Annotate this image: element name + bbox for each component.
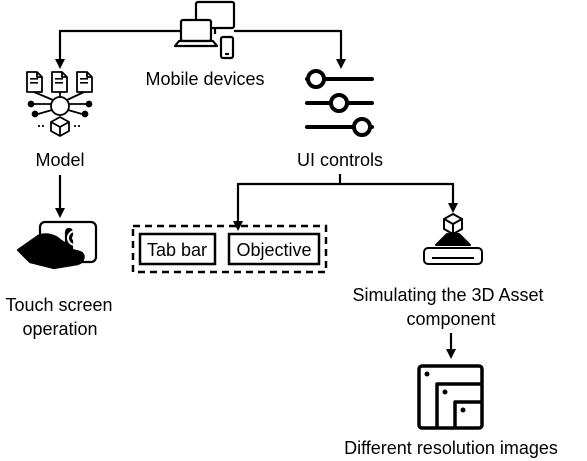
neural-network-icon xyxy=(26,71,93,137)
diff-res-label: Different resolution images xyxy=(344,438,558,458)
touch-label-line2: operation xyxy=(22,319,97,339)
3d-asset-icon xyxy=(423,213,483,265)
sim-label-line1: Simulating the 3D Asset xyxy=(352,285,543,305)
mobile-devices-label: Mobile devices xyxy=(145,69,264,89)
neural-network-fill xyxy=(30,78,88,84)
tab-bar-label: Tab bar xyxy=(147,240,207,260)
ui-controls-label: UI controls xyxy=(297,150,383,170)
devices-icon xyxy=(173,0,236,60)
objective-label: Objective xyxy=(236,240,311,260)
sliders-icon xyxy=(305,69,374,137)
objective-element: Objective xyxy=(227,232,321,266)
ui-elements-group xyxy=(131,224,328,274)
model-label: Model xyxy=(35,150,84,170)
tab-bar-element: Tab bar xyxy=(138,232,217,266)
resolution-dots xyxy=(424,371,466,413)
sim-label-line2: component xyxy=(406,309,495,329)
resolution-images-icon xyxy=(417,364,484,430)
ui-branch xyxy=(238,174,453,186)
touch-label-line1: Touch screen xyxy=(5,295,112,315)
touch-screen-icon xyxy=(16,220,98,270)
